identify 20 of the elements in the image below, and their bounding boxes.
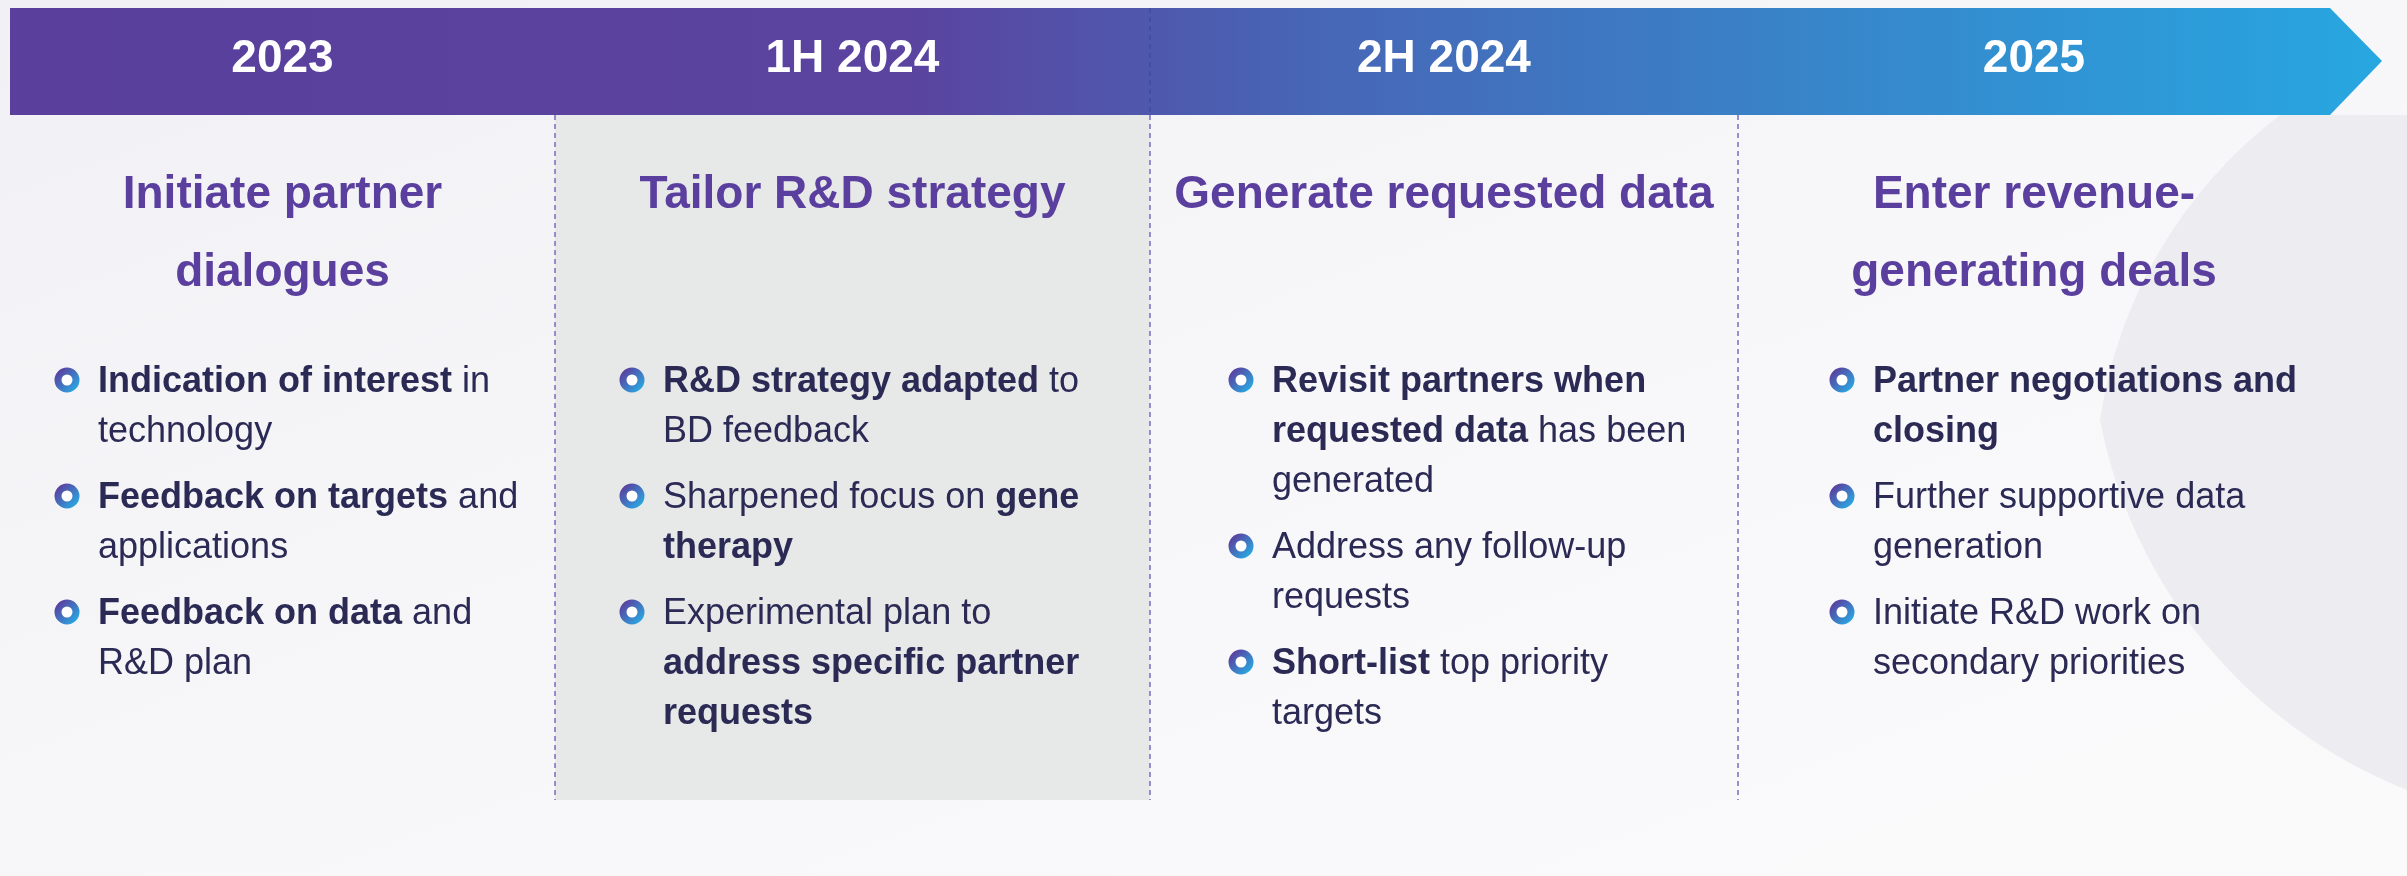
phase-heading: Tailor R&D strategy xyxy=(638,165,1067,220)
period-label: 1H 2024 xyxy=(764,29,941,84)
bullet-text: Revisit partners when requested data has been generated xyxy=(1272,358,1688,502)
bullet-text: Further supportive data generation xyxy=(1873,474,2247,568)
bullet-text: Experimental plan to address specific partner requests xyxy=(663,590,1081,734)
phase-heading: Generate requested data xyxy=(1173,165,1715,220)
bullet-text: Short-list top priority targets xyxy=(1272,640,1610,734)
phase-heading: Initiate partner dialogues xyxy=(121,165,444,298)
phase-heading: Enter revenue-generating deals xyxy=(1850,165,2218,298)
bullet-text: Feedback on data and R&D plan xyxy=(98,590,474,684)
bullet-text: Indication of interest in technology xyxy=(98,358,492,452)
period-label: 2023 xyxy=(230,29,335,84)
bullet-text: Initiate R&D work on secondary priorities xyxy=(1873,590,2203,684)
bullet-text: Feedback on targets and applications xyxy=(98,474,520,568)
period-label: 2H 2024 xyxy=(1356,29,1532,84)
period-label: 2025 xyxy=(1981,29,2087,84)
bullet-text: R&D strategy adapted to BD feedback xyxy=(663,358,1081,452)
bullet-text: Sharpened focus on gene therapy xyxy=(663,474,1081,568)
bullet-text: Address any follow-up requests xyxy=(1272,524,1628,618)
bullet-text: Partner negotiations and closing xyxy=(1873,358,2299,452)
